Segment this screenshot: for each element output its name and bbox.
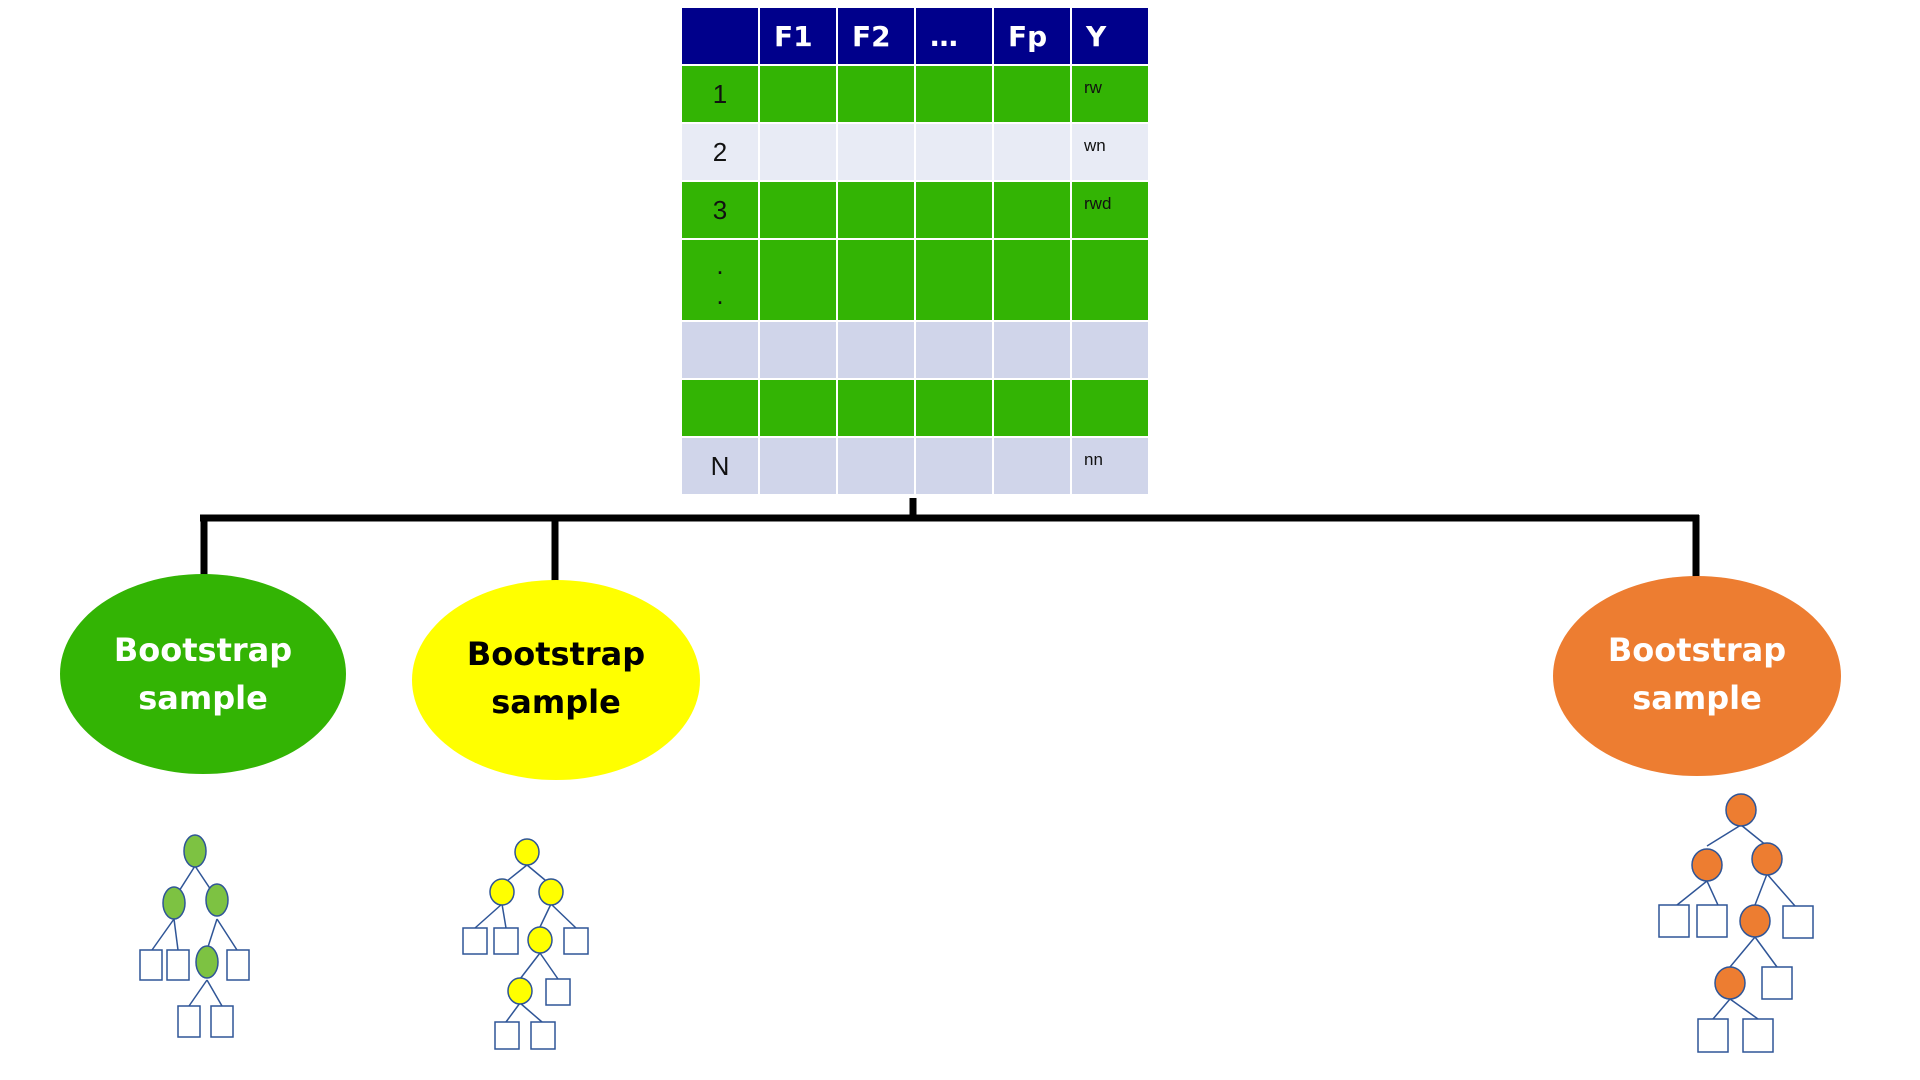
tree-leaf xyxy=(1742,1018,1774,1053)
tree-leaf xyxy=(177,1005,201,1038)
row-label-cell: wn xyxy=(1070,122,1150,182)
feature-cell xyxy=(914,238,994,322)
tree-node xyxy=(1751,842,1783,876)
tree-leaf xyxy=(1782,905,1814,939)
tree-node xyxy=(527,926,553,954)
tree-leaf xyxy=(494,1021,520,1050)
decision-tree-green xyxy=(139,834,250,1038)
feature-cell xyxy=(914,378,994,438)
connector-lines xyxy=(200,498,1700,582)
feature-cell xyxy=(758,378,838,438)
tree-leaf xyxy=(210,1005,234,1038)
row-label-cell xyxy=(1070,238,1150,322)
feature-cell xyxy=(836,436,916,496)
bootstrap-sample-label-yellow: Bootstrap sample xyxy=(466,635,646,721)
row-index-cell: N xyxy=(680,436,760,496)
row-label-cell xyxy=(1070,378,1150,438)
row-label-cell: rw xyxy=(1070,64,1150,124)
tree-leaf xyxy=(563,927,589,955)
feature-cell xyxy=(758,180,838,240)
feature-cell xyxy=(758,64,838,124)
feature-cell xyxy=(914,122,994,182)
tree-node xyxy=(1739,904,1771,938)
decision-tree-yellow xyxy=(462,838,589,1050)
header-index xyxy=(680,6,760,66)
feature-cell xyxy=(836,180,916,240)
feature-cell xyxy=(914,436,994,496)
row-index-cell: 3 xyxy=(680,180,760,240)
feature-cell xyxy=(836,238,916,322)
tree-leaf xyxy=(530,1021,556,1050)
feature-cell xyxy=(836,64,916,124)
bootstrap-sample-ellipse-yellow xyxy=(412,580,700,780)
bootstrap-sample-label-orange: Bootstrap sample xyxy=(1607,631,1787,717)
table-row xyxy=(680,320,1150,380)
tree-node xyxy=(183,834,207,868)
feature-cell xyxy=(758,122,838,182)
feature-cell xyxy=(992,122,1072,182)
tree-node xyxy=(1714,966,1746,1000)
feature-cell xyxy=(758,436,838,496)
feature-cell xyxy=(992,238,1072,322)
feature-cell xyxy=(836,122,916,182)
header-f1: F1 xyxy=(758,6,838,66)
tree-leaf xyxy=(226,949,250,981)
tree-leaf xyxy=(139,949,163,981)
feature-cell xyxy=(992,378,1072,438)
tree-node xyxy=(507,977,533,1005)
table-row: 3 rwd xyxy=(680,180,1150,240)
feature-cell xyxy=(992,436,1072,496)
tree-leaf xyxy=(166,949,190,981)
tree-node xyxy=(1725,793,1757,827)
bootstrap-sample-ellipse-green xyxy=(60,574,346,774)
row-index-cell xyxy=(680,320,760,380)
row-index-cell: 1 xyxy=(680,64,760,124)
table-row: .. xyxy=(680,238,1150,322)
row-index-cell: 2 xyxy=(680,122,760,182)
row-label-cell: nn xyxy=(1070,436,1150,496)
table-header-row: F1 F2 … Fp Y xyxy=(680,6,1150,66)
row-index-cell xyxy=(680,378,760,438)
feature-cell xyxy=(758,320,838,380)
tree-node xyxy=(162,886,186,920)
feature-cell xyxy=(914,320,994,380)
feature-cell xyxy=(914,64,994,124)
bootstrap-sample-label-green: Bootstrap sample xyxy=(113,631,293,717)
header-y: Y xyxy=(1070,6,1150,66)
row-label-cell: rwd xyxy=(1070,180,1150,240)
feature-cell xyxy=(914,180,994,240)
tree-node xyxy=(514,838,540,866)
header-ellipsis: … xyxy=(914,6,994,66)
row-index-cell: .. xyxy=(680,238,760,322)
bootstrap-sample-ellipse-orange xyxy=(1553,576,1841,776)
decision-tree-orange xyxy=(1658,793,1814,1053)
tree-node xyxy=(205,883,229,917)
tree-leaf xyxy=(1696,904,1728,938)
tree-node xyxy=(538,878,564,906)
tree-leaf xyxy=(462,927,488,955)
tree-leaf xyxy=(1697,1018,1729,1053)
tree-node xyxy=(489,878,515,906)
tree-node xyxy=(1691,848,1723,882)
tree-leaf xyxy=(493,927,519,955)
tree-leaf xyxy=(1761,966,1793,1000)
tree-leaf xyxy=(545,978,571,1006)
feature-cell xyxy=(992,180,1072,240)
feature-cell xyxy=(992,320,1072,380)
header-f2: F2 xyxy=(836,6,916,66)
table-row: 2 wn xyxy=(680,122,1150,182)
feature-cell xyxy=(836,320,916,380)
header-fp: Fp xyxy=(992,6,1072,66)
table-row: 1 rw xyxy=(680,64,1150,124)
tree-leaf xyxy=(1658,904,1690,938)
table-row xyxy=(680,378,1150,438)
row-label-cell xyxy=(1070,320,1150,380)
feature-cell xyxy=(836,378,916,438)
tree-node xyxy=(195,945,219,979)
feature-cell xyxy=(992,64,1072,124)
feature-cell xyxy=(758,238,838,322)
